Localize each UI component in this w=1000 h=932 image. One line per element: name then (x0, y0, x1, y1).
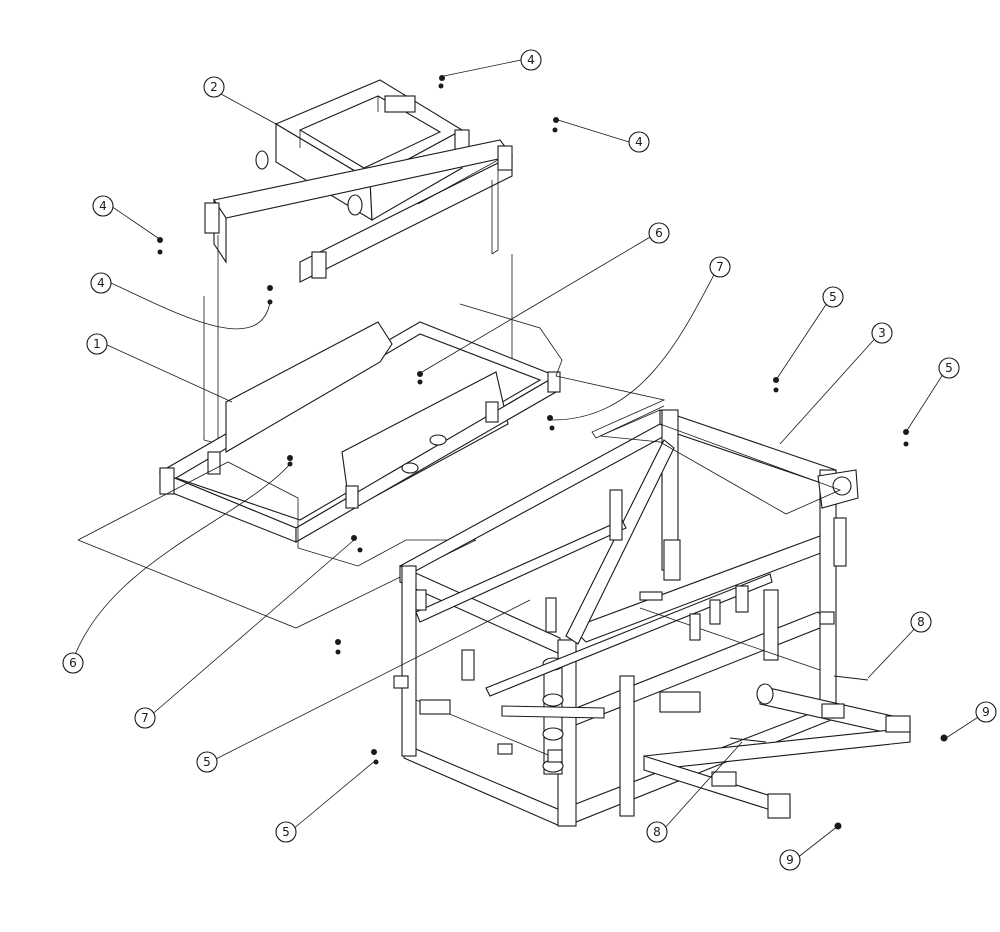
callout-3: 3 (871, 322, 893, 344)
phantom-plane-right (599, 409, 842, 515)
callout-5-bottom: 5 (275, 821, 297, 843)
callout-label: 9 (982, 705, 990, 719)
callout-9-bottom: 9 (779, 849, 801, 871)
callout-7-lower: 7 (134, 707, 156, 729)
callout-2: 2 (203, 76, 225, 98)
callout-5-lower: 5 (196, 751, 218, 773)
side-rails (204, 139, 513, 446)
callout-8-lower: 8 (646, 821, 668, 843)
phantom-plane-upper-right (417, 159, 499, 255)
callout-label: 4 (97, 276, 105, 290)
callout-label: 2 (210, 80, 218, 94)
callout-label: 4 (635, 135, 643, 149)
callout-label: 5 (282, 825, 290, 839)
callout-label: 5 (203, 755, 211, 769)
callout-9-right: 9 (975, 701, 997, 723)
leader-lines (72, 59, 987, 859)
phantom-plane-lower (77, 461, 477, 629)
callout-4-mid: 4 (90, 272, 112, 294)
callout-label: 9 (786, 853, 794, 867)
callout-label: 7 (141, 711, 149, 725)
callout-label: 5 (945, 361, 953, 375)
upper-tray-part-2 (255, 79, 470, 222)
callout-label: 4 (99, 199, 107, 213)
lower-tray-part-1 (158, 321, 561, 543)
callout-label: 6 (69, 656, 77, 670)
phantom-plane-upper (203, 296, 227, 447)
callout-4-upper-right: 4 (628, 131, 650, 153)
callout-label: 7 (716, 260, 724, 274)
callout-5-upper: 5 (822, 286, 844, 308)
callout-label: 5 (829, 290, 837, 304)
callout-7-upper: 7 (709, 256, 731, 278)
phantom-plane-lower-right (459, 303, 666, 439)
callout-label: 8 (653, 825, 661, 839)
callout-label: 4 (527, 53, 535, 67)
callout-label: 6 (655, 226, 663, 240)
extension-frame (643, 683, 911, 819)
callout-label: 8 (917, 615, 925, 629)
callout-5-right: 5 (938, 357, 960, 379)
callout-4-left: 4 (92, 195, 114, 217)
callout-1: 1 (86, 333, 108, 355)
callout-6-lower: 6 (62, 652, 84, 674)
callout-label: 3 (878, 326, 886, 340)
callout-label: 1 (93, 337, 101, 351)
callout-4-top: 4 (520, 49, 542, 71)
callout-8-upper: 8 (910, 611, 932, 633)
callout-6-upper: 6 (648, 222, 670, 244)
base-frame-part-3 (393, 409, 859, 827)
